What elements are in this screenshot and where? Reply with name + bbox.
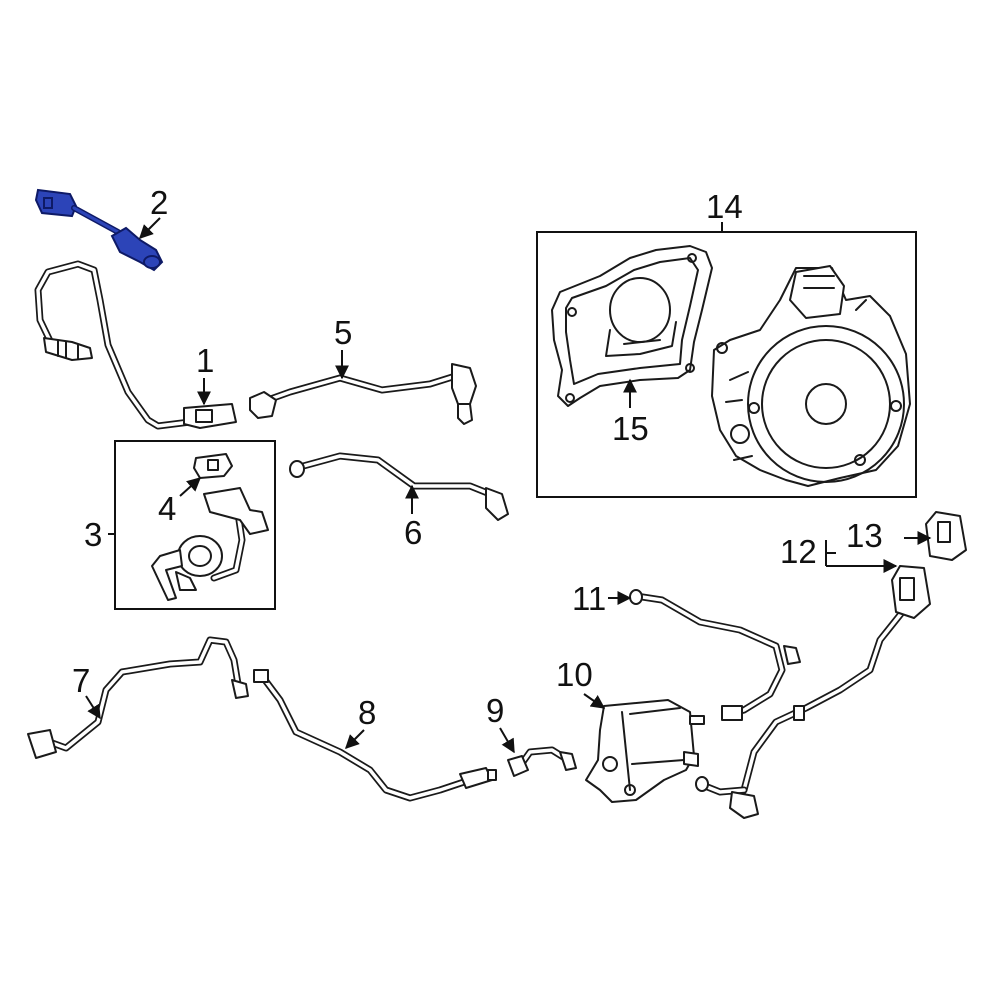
callout-12: 12 xyxy=(780,533,817,570)
part-4-vacuum-solenoid[interactable] xyxy=(193,453,233,479)
part-10-module[interactable] xyxy=(585,699,705,803)
callout-10: 10 xyxy=(556,656,593,693)
part-8-sensor-cable[interactable] xyxy=(253,669,497,802)
callout-6: 6 xyxy=(404,514,422,551)
group-14-frame xyxy=(536,231,917,498)
callout-13: 13 xyxy=(846,517,883,554)
callout-8: 8 xyxy=(358,694,376,731)
callout-7: 7 xyxy=(72,662,90,699)
callout-2: 2 xyxy=(150,184,168,221)
group-3-frame xyxy=(114,440,276,610)
callout-5: 5 xyxy=(334,314,352,351)
part-5-vacuum-line[interactable] xyxy=(249,363,477,425)
callout-1: 1 xyxy=(196,342,214,379)
callout-11: 11 xyxy=(572,580,606,617)
part-15-gasket[interactable] xyxy=(551,245,713,407)
part-3-valve-assembly[interactable] xyxy=(151,487,269,601)
callout-4: 4 xyxy=(158,490,176,527)
part-11-hose[interactable] xyxy=(629,589,801,721)
part-6-vacuum-hose[interactable] xyxy=(289,452,509,521)
leader-lines xyxy=(85,217,932,754)
part-14-vacuum-pump[interactable] xyxy=(711,265,911,487)
callout-3: 3 xyxy=(84,516,102,553)
callout-14: 14 xyxy=(706,188,743,225)
part-2-oxygen-sensor[interactable] xyxy=(34,188,164,272)
part-1-oxygen-sensor[interactable] xyxy=(34,260,237,430)
part-12-connector-harness[interactable] xyxy=(695,565,931,819)
part-9-hose[interactable] xyxy=(507,746,577,777)
callout-9: 9 xyxy=(486,692,504,729)
part-13-connector[interactable] xyxy=(925,511,967,561)
part-7-sensor-cable[interactable] xyxy=(27,636,249,759)
callout-15: 15 xyxy=(612,410,649,447)
